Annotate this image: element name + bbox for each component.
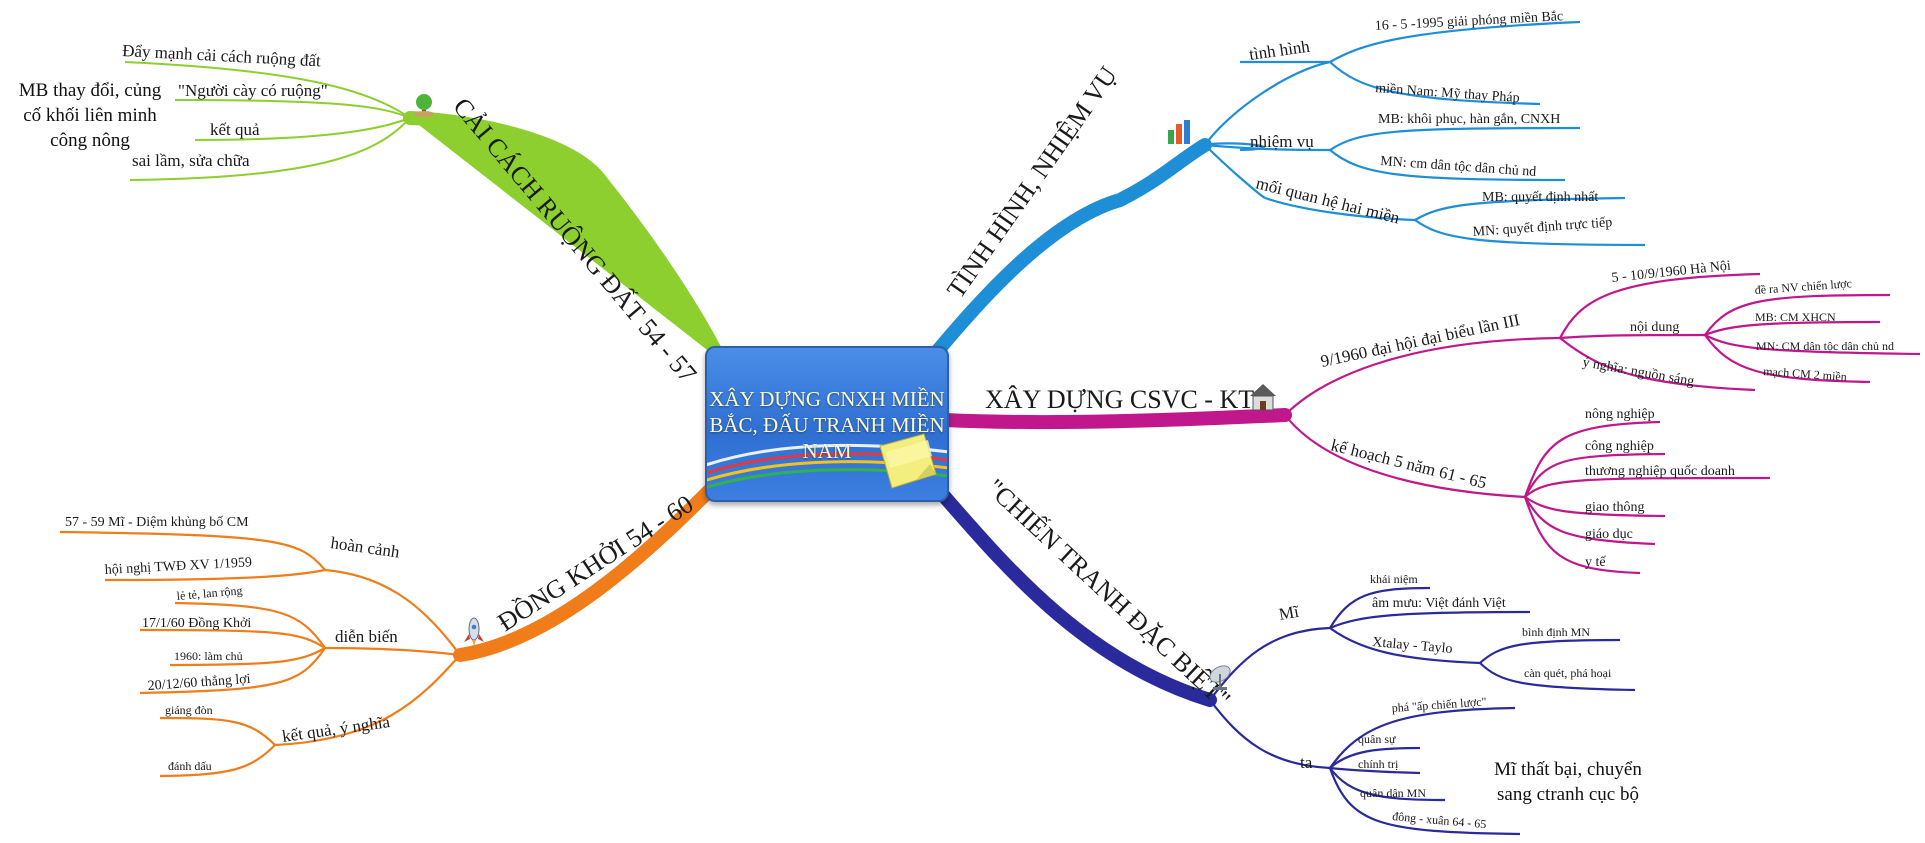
dongkhoi-2-child-2: 17/1/60 Đồng Khởi [142,616,251,631]
chientranh-note-line-2: sang ctranh cục bộ [1497,784,1639,805]
ta-label: ta [1300,753,1313,772]
dh-noidung-2: MB: CM XHCN [1755,310,1836,324]
caicach-item-1: Đẩy mạnh cải cách ruộng đất [122,41,322,70]
dongkhoi-group-2: diễn biến [335,627,398,646]
kh-item-6: y tế [1585,555,1606,570]
branch-label-tinhhinh: TÌNH HÌNH, NHIỆM VỤ [941,61,1123,303]
dh-noidung-4: mạch CM 2 miền [1763,364,1847,384]
dongkhoi-2-child-1: lẻ tẻ, lan rộng [176,583,243,603]
mi-xtalay-1: bình định MN [1522,625,1590,639]
satellite-dish-icon [1209,665,1231,690]
dongkhoi-1-child-2: hội nghị TWĐ XV 1/1959 [104,555,252,578]
dh-date: 5 - 10/9/1960 Hà Nội [1611,259,1732,286]
caicach-item-4: sai lầm, sửa chữa [132,151,250,170]
dh-noidung-3: MN: CM dân tộc dân chủ nd [1756,339,1894,353]
sticky-note-icon [879,433,937,489]
dongkhoi-1-child-1: 57 - 59 Mĩ - Diệm khủng bố CM [65,515,249,530]
kh-item-2: công nghiệp [1585,439,1654,454]
ta-item-3: chính trị [1358,757,1399,771]
chientranh-note: Mĩ thất bại, chuyển sang ctranh cục bộ [1478,757,1658,807]
dh-noidung: nội dung [1630,320,1679,335]
bar-chart-icon [1168,120,1190,144]
caicach-item-2: "Người cày có ruộng" [178,81,328,100]
central-topic[interactable]: XÂY DỰNG CNXH MIỀN BẮC, ĐẤU TRANH MIỀN N… [705,346,949,502]
mi-label: Mĩ [1277,602,1301,624]
ta-item-2: quân sự [1358,732,1396,746]
tinhhinh-3-child-1: MB: quyết định nhất [1482,190,1598,205]
caicach-note: MB thay đổi, củng cố khối liên minh công… [5,78,175,153]
house-icon [1250,384,1276,411]
central-topic-title: XÂY DỰNG CNXH MIỀN BẮC, ĐẤU TRANH MIỀN N… [709,387,945,463]
tree-icon [414,94,434,117]
dh-ynghia: ý nghĩa: nguồn sáng [1581,355,1695,389]
kh-item-4: giao thông [1585,500,1645,515]
dongkhoi-group-1: hoàn cảnh [329,533,401,562]
mi-item-2: âm mưu: Việt đánh Việt [1372,596,1506,611]
dongkhoi-group-3: kết quả, ý nghĩa [281,712,392,746]
orange-subbranches [59,530,461,778]
tinhhinh-1-child-2: miền Nam: Mỹ thay Pháp [1375,81,1520,106]
dongkhoi-3-child-2: đánh dấu [168,759,212,773]
caicach-note-line-2: cố khối liên minh [23,105,157,126]
branch-navy-main [923,473,1217,707]
mi-xtalay: Xtalay - Taylo [1372,635,1453,657]
dongkhoi-2-child-4: 20/12/60 thắng lợi [147,672,251,694]
blue-subbranches [1204,20,1646,247]
tinhhinh-group-2: nhiệm vụ [1250,132,1314,151]
dongkhoi-3-child-1: giáng đòn [165,703,213,717]
caicach-note-line-3: công nông [50,130,130,151]
rocket-icon [464,617,484,646]
branch-blue-main [923,138,1212,367]
kh-item-5: giáo dục [1585,527,1633,542]
chientranh-note-line-1: Mĩ thất bại, chuyển [1494,759,1642,780]
tinhhinh-group-1: tình hình [1248,37,1311,64]
mi-item-1: khái niệm [1370,572,1418,586]
branch-label-dongkhoi: ĐỒNG KHỞI 54 - 60 [492,489,698,637]
caicach-note-line-1: MB thay đổi, củng [18,80,162,101]
tinhhinh-2-child-1: MB: khôi phục, hàn gắn, CNXH [1378,112,1560,127]
kh-item-3: thương nghiệp quốc doanh [1585,464,1735,479]
branch-label-xaydung: XÂY DỰNG CSVC - KT [985,385,1254,414]
green-subbranches [124,61,411,181]
magenta-subbranches [1284,272,1921,575]
branch-orange-main [453,473,727,662]
ta-item-4: quân dân MN [1360,786,1426,800]
branch-magenta-main [938,408,1292,430]
branch-label-caicach: CẢI CÁCH RUỘNG ĐẤT 54 - 57 [447,92,702,388]
branch-label-chientranh: "CHIẾN TRANH ĐẶC BIỆT" [981,473,1236,714]
navy-subbranches [1209,586,1636,836]
caicach-item-3: kết quả [210,120,260,139]
dongkhoi-2-child-3: 1960: làm chủ [174,649,243,663]
kh-item-1: nông nghiệp [1585,407,1655,422]
tinhhinh-3-child-2: MN: quyết định trực tiếp [1472,215,1613,240]
dh-noidung-1: đề ra NV chiến lược [1754,276,1852,297]
ta-item-1: phá "ấp chiến lược" [1391,694,1487,715]
mi-xtalay-2: càn quét, phá hoại [1524,666,1612,680]
